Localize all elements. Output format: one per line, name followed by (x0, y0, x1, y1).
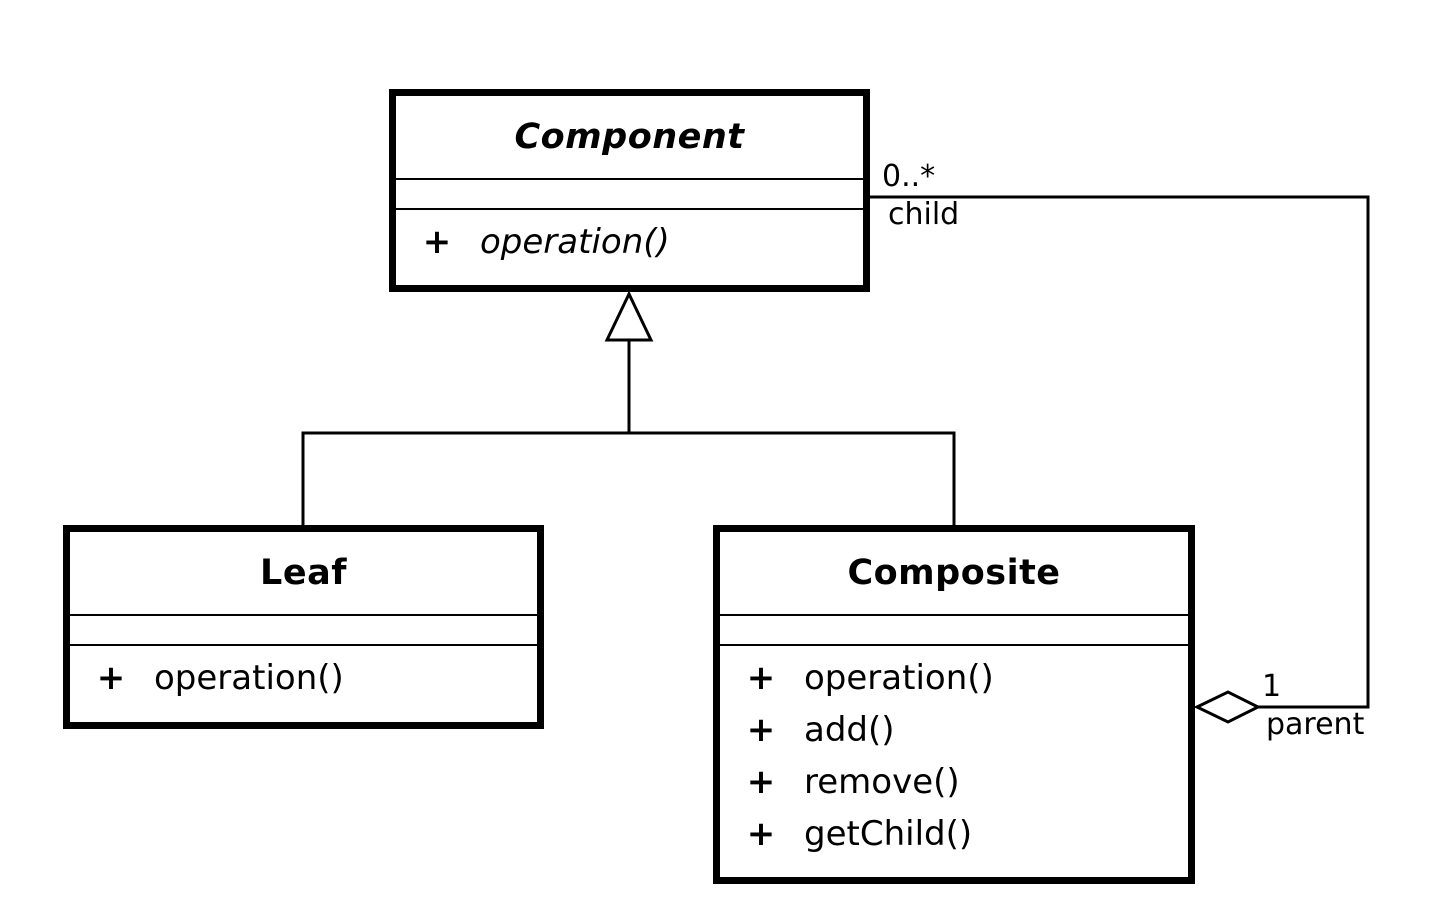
composite-class-name: Composite (720, 532, 1188, 616)
operation-name: getChild() (804, 814, 973, 854)
operation-name: operation() (804, 658, 994, 698)
generalization-line-composite (629, 431, 956, 526)
visibility-marker: + (422, 222, 452, 262)
aggregation-diamond (1193, 690, 1262, 724)
leaf-attributes (70, 616, 537, 646)
composite-attributes (720, 616, 1188, 646)
composite-class: Composite + operation() + add() + remove… (713, 525, 1195, 884)
operation-name: remove() (804, 762, 960, 802)
component-attributes (396, 180, 863, 210)
generalization-line-leaf (301, 340, 631, 526)
operation-name: add() (804, 710, 895, 750)
leaf-operations: + operation() (70, 646, 537, 704)
operation-row: + operation() (396, 216, 863, 268)
composite-operations: + operation() + add() + remove() + getCh… (720, 646, 1188, 860)
visibility-marker: + (746, 762, 776, 802)
visibility-marker: + (746, 658, 776, 698)
aggregation-line (868, 195, 1370, 709)
component-class: Component + operation() (389, 89, 870, 292)
component-class-name: Component (396, 96, 863, 180)
visibility-marker: + (746, 814, 776, 854)
operation-name: operation() (480, 222, 670, 262)
generalization-arrowhead (604, 290, 654, 342)
child-multiplicity: 0..* (882, 159, 936, 194)
leaf-class-name: Leaf (70, 532, 537, 616)
leaf-class: Leaf + operation() (63, 525, 544, 729)
operation-row: + operation() (70, 652, 537, 704)
operation-row: + getChild() (720, 808, 1188, 860)
parent-role: parent (1266, 707, 1365, 742)
visibility-marker: + (746, 710, 776, 750)
operation-row: + remove() (720, 756, 1188, 808)
parent-multiplicity: 1 (1262, 669, 1282, 704)
operation-row: + add() (720, 704, 1188, 756)
visibility-marker: + (96, 658, 126, 698)
component-operations: + operation() (396, 210, 863, 268)
operation-row: + operation() (720, 652, 1188, 704)
child-role: child (888, 197, 960, 232)
operation-name: operation() (154, 658, 344, 698)
